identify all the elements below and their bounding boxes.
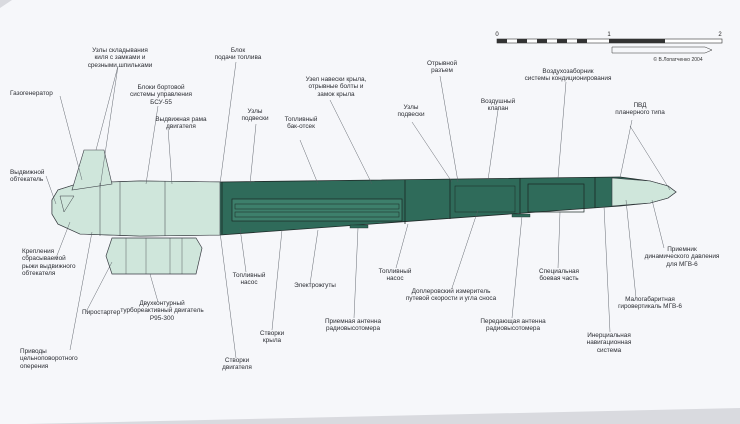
- leader-lines: [45, 61, 671, 359]
- fuel-tank: [231, 198, 403, 222]
- label-mini-gyro-vertical: Малогабаритная гировертикаль МГВ-6: [618, 296, 682, 311]
- mini-silhouette: [611, 46, 713, 54]
- label-engine-flaps: Створки двигателя: [222, 357, 252, 372]
- label-fuel-pump-2: Топливный насос: [378, 268, 412, 283]
- label-pressure-receiver: Приемник динамического давления для МГВ-…: [644, 246, 720, 268]
- label-fairing-mounts: Крепления сбрасываемой рыжи выдвижного о…: [22, 248, 76, 278]
- label-fuel-tank: Топливный бак-отсек: [284, 116, 318, 131]
- label-fuel-feed-block: Блок подачи топлива: [214, 47, 262, 62]
- label-special-warhead: Специальная боевая часть: [538, 268, 580, 283]
- label-control-surface-drives: Приводы цельноповоротного оперения: [20, 348, 78, 370]
- label-wing-flaps: Створки крыла: [259, 330, 285, 345]
- warhead-block: [527, 183, 585, 213]
- label-gas-generator: Газогенератор: [10, 90, 53, 97]
- label-pyrostarter: Пиростартер: [82, 309, 121, 316]
- label-fuel-pump-1: Топливный насос: [232, 272, 266, 287]
- scale-tick-0: 0: [495, 32, 499, 38]
- label-tear-off-connector: Отрывной разъем: [426, 60, 458, 75]
- label-inertial-navigation: Инерциальная навигационная система: [586, 332, 632, 354]
- label-air-intake: Воздухозаборник системы кондиционировани…: [524, 68, 612, 83]
- label-bsu-control-blocks: Блоки бортовой системы управления БСУ-55: [130, 84, 192, 106]
- engine-pod: [105, 237, 203, 275]
- label-suspension-units-2: Узлы подвески: [397, 104, 425, 119]
- label-wiring-harnesses: Электрожгуты: [294, 282, 336, 289]
- author-credit: © В.Лопатченко 2004: [653, 56, 702, 63]
- label-fin-folding-units: Узлы складывания киля с замками и срезны…: [87, 47, 153, 69]
- nose-section: [611, 177, 677, 207]
- label-wing-attachment: Узел навески крыла, отрывные болты и зам…: [305, 76, 367, 98]
- scale-bar: 0 1 2 © В.Лопатченко 2004: [495, 32, 722, 63]
- label-air-valve: Воздушный клапан: [480, 98, 516, 113]
- label-engine-frame: Выдвижная рама двигателя: [155, 116, 207, 131]
- label-suspension-units-1: Узлы подвески: [241, 108, 269, 123]
- scale-tick-2: 2: [718, 32, 722, 38]
- label-pvd: ПВД планерного типа: [615, 102, 665, 117]
- label-doppler-meter: Доплеровский измеритель путевой скорости…: [405, 288, 497, 303]
- scale-tick-1: 1: [607, 32, 611, 38]
- tail-section: [51, 180, 221, 237]
- label-transmitting-antenna: Передающая антенна радиовысотомера: [480, 318, 546, 333]
- missile-cutaway: [51, 149, 677, 275]
- label-receiving-antenna: Приемная антенна радиовысотомера: [324, 318, 382, 333]
- label-retractable-fairing: Выдвижной обтекатель: [10, 169, 45, 184]
- label-turbofan-engine: Двухконтурный турбореактивный двигатель …: [120, 300, 204, 322]
